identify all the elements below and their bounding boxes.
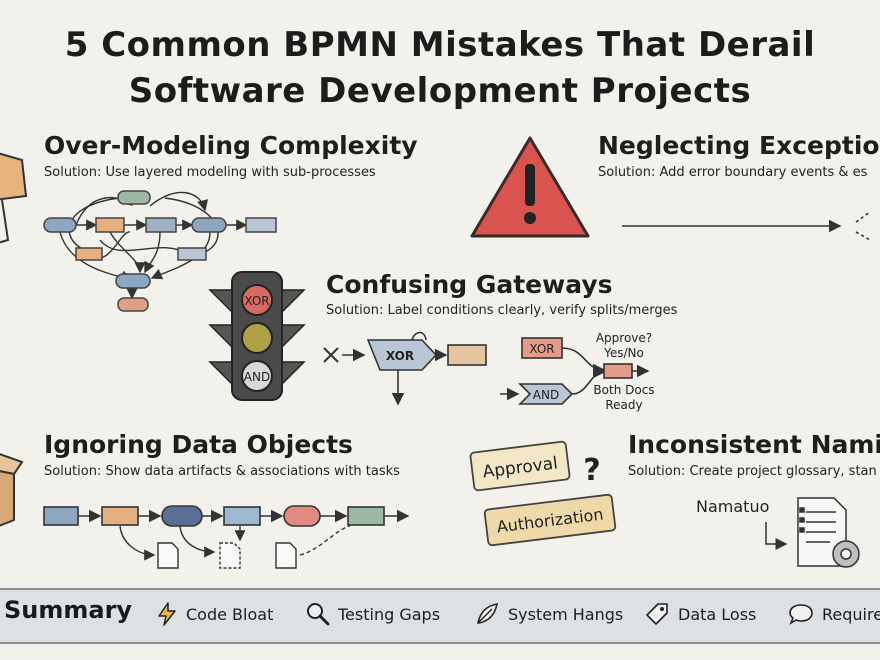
data-objects-process <box>43 505 410 527</box>
light-top-label: XOR <box>244 294 269 308</box>
summary-label: Testing Gaps <box>338 604 441 624</box>
split-merge-diagram <box>500 337 650 405</box>
over-modeling-solution: Solution: Use layered modeling with sub-… <box>44 165 376 180</box>
document-icon <box>219 542 241 569</box>
summary-label: System Hangs <box>508 604 624 624</box>
summary-item-data-loss: Data Loss <box>644 600 756 628</box>
feather-icon <box>477 603 499 624</box>
glossary-arrow <box>765 522 788 550</box>
title-line-2: Software Development Projects <box>128 71 752 111</box>
traffic-light-icon: XOR AND <box>208 271 306 401</box>
summary-label: Data Loss <box>678 604 757 624</box>
page-title: 5 Common BPMN Mistakes That Derail Softw… <box>0 22 880 114</box>
gateways-heading: Confusing Gateways <box>326 270 613 299</box>
yesno-label: Yes/No <box>603 346 644 360</box>
summary-item-testing-gaps: Testing Gaps <box>306 600 440 628</box>
task-node <box>283 505 321 527</box>
task-node <box>223 506 261 526</box>
task-node <box>191 217 227 233</box>
ready-label: Ready <box>605 398 642 412</box>
box-and-label: AND <box>533 388 559 402</box>
clipped-box-icon <box>0 453 24 527</box>
gateway-flow <box>323 331 487 406</box>
task-node <box>145 217 177 233</box>
title-line-1: 5 Common BPMN Mistakes That Derail <box>64 25 816 65</box>
both-docs-label: Both Docs <box>593 383 654 397</box>
authorization-tag <box>483 493 617 547</box>
summary-label: Code Bloat <box>186 604 274 624</box>
naming-solution: Solution: Create project glossary, stan <box>628 464 877 479</box>
data-associations <box>119 525 351 561</box>
namatuo-label: Namatuo <box>696 497 769 516</box>
gateways-solution: Solution: Label conditions clearly, veri… <box>326 303 678 318</box>
exception-arrow <box>622 211 871 241</box>
task-node <box>117 190 151 205</box>
summary-item-requirements: Requiren <box>788 600 880 628</box>
task-node <box>43 506 79 526</box>
box-xor-label: XOR <box>529 342 554 356</box>
summary-label: Requiren <box>822 604 880 624</box>
cross-icon <box>323 347 339 363</box>
magnifier-icon <box>307 603 330 626</box>
approval-tag <box>469 440 571 492</box>
task-node <box>245 217 277 233</box>
lightning-icon <box>158 602 176 626</box>
task-node <box>101 506 139 526</box>
task-node <box>43 217 77 233</box>
data-object-icons <box>157 542 297 569</box>
summary-bar <box>0 588 880 644</box>
document-icon <box>157 542 179 569</box>
gateway-xor-label: XOR <box>386 349 414 363</box>
clipped-package-icon <box>0 152 28 244</box>
task-node <box>117 297 149 312</box>
exception-heading: Neglecting Exception I <box>598 131 880 160</box>
task-node <box>177 247 207 261</box>
summary-title: Summary <box>4 596 133 624</box>
task-node <box>75 247 103 261</box>
document-gear-icon <box>797 497 860 568</box>
summary-item-code-bloat: Code Bloat <box>156 600 273 628</box>
warning-triangle-icon <box>470 136 590 238</box>
spaghetti-nodes <box>43 190 277 312</box>
task-node <box>347 506 385 526</box>
tag-icon <box>646 603 668 625</box>
speech-bubble-icon <box>789 604 813 625</box>
naming-heading: Inconsistent Naming <box>628 430 880 459</box>
summary-item-system-hangs: System Hangs <box>474 600 623 628</box>
question-mark: ? <box>583 453 600 488</box>
approve-label: Approve? <box>596 331 652 345</box>
task-node <box>161 505 203 527</box>
task-node <box>115 273 151 289</box>
task-node <box>95 217 125 233</box>
over-modeling-heading: Over-Modeling Complexity <box>44 131 418 160</box>
exception-solution: Solution: Add error boundary events & es <box>598 165 868 180</box>
spaghetti-process-diagram <box>59 191 248 300</box>
data-objects-solution: Solution: Show data artifacts & associat… <box>44 464 400 479</box>
document-icon <box>275 542 297 569</box>
light-bottom-label: AND <box>244 370 270 384</box>
data-objects-heading: Ignoring Data Objects <box>44 430 353 459</box>
